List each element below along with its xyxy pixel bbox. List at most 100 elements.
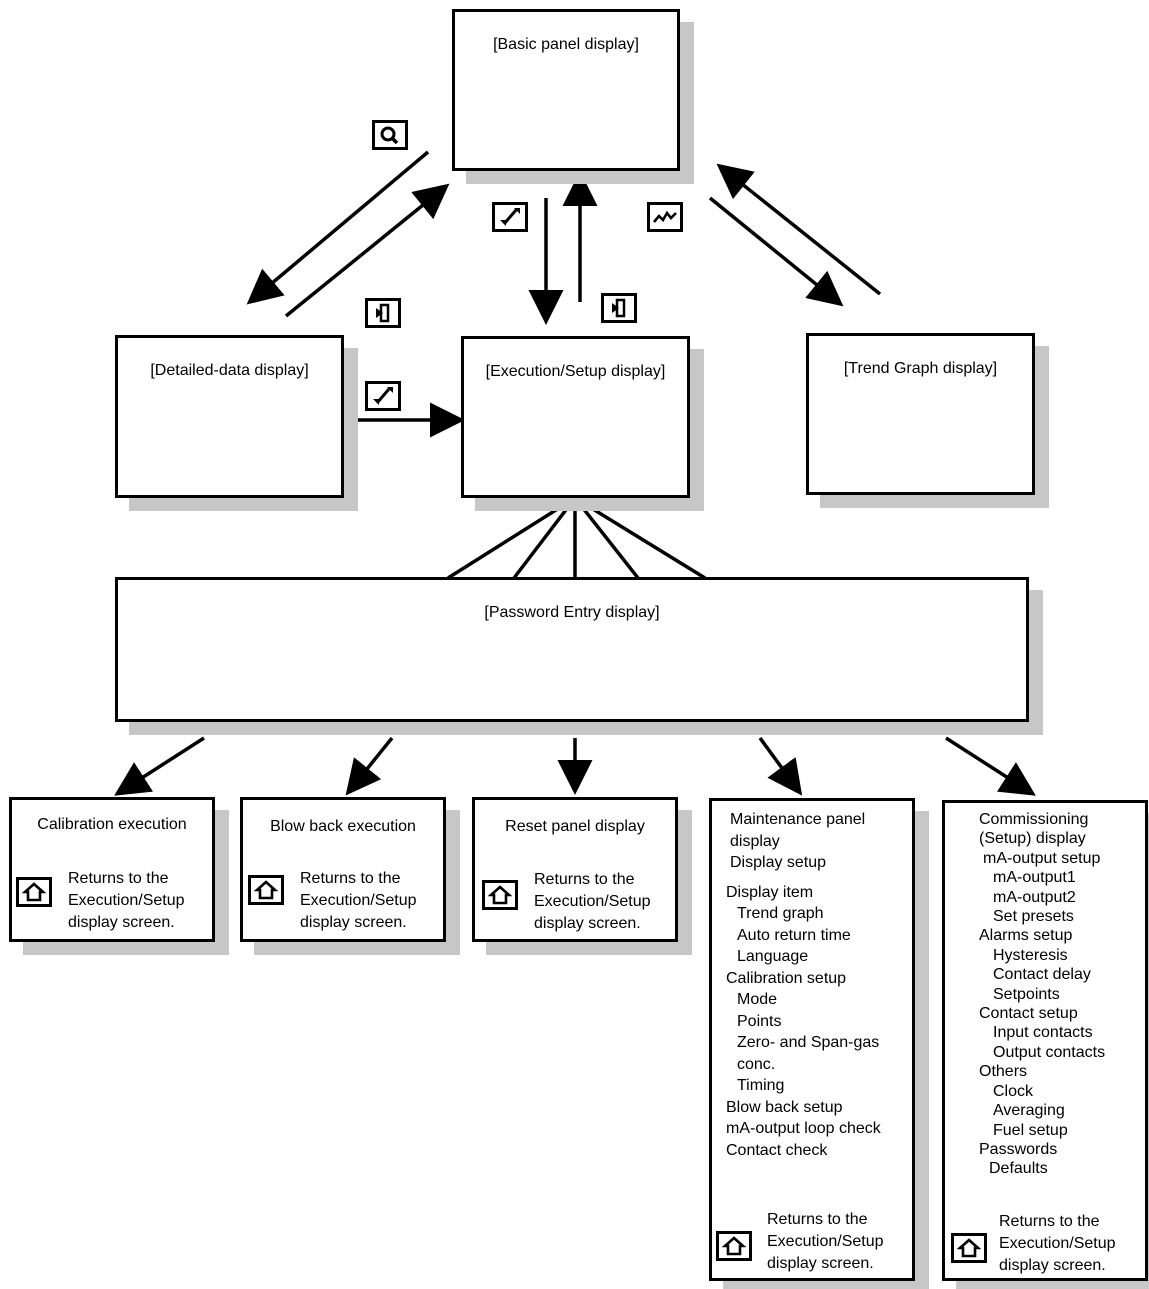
return-note: Returns to the Execution/Setup display s… — [68, 868, 185, 934]
return-note-line: Returns to the — [300, 870, 401, 887]
execution-setup-box: [Execution/Setup display] — [461, 336, 690, 498]
menu-subitem: mA-output2 — [993, 888, 1076, 906]
reset-panel-title: Reset panel display — [505, 818, 645, 835]
basic-panel-title: [Basic panel display] — [493, 36, 639, 53]
fan-line — [512, 496, 577, 580]
menu-subitem: Trend graph — [737, 905, 824, 922]
trend-graph-icon — [647, 202, 683, 232]
back-icon — [601, 293, 637, 323]
return-note: Returns to the Execution/Setup display s… — [300, 868, 417, 934]
arrow-trend-to-basic — [716, 163, 882, 296]
return-note-line: Execution/Setup — [300, 892, 417, 909]
home-icon — [951, 1233, 987, 1263]
setup-wrench-icon — [365, 381, 401, 411]
return-note-line: display screen. — [767, 1255, 874, 1272]
home-icon — [16, 877, 52, 907]
fan-line — [573, 496, 640, 580]
menu-subitem: Clock — [993, 1082, 1034, 1100]
back-icon — [365, 298, 401, 328]
menu-item: Display setup — [730, 854, 827, 871]
menu-subitem: Averaging — [993, 1102, 1065, 1120]
home-icon — [248, 875, 284, 905]
blow-back-execution-box: Blow back execution Returns to the Execu… — [240, 797, 446, 942]
return-note-line: Execution/Setup — [534, 893, 651, 910]
reset-panel-box: Reset panel display Returns to the Execu… — [472, 797, 678, 942]
trend-graph-title: [Trend Graph display] — [843, 360, 998, 377]
menu-subitem: conc. — [737, 1055, 776, 1073]
return-note-line: Returns to the — [999, 1213, 1100, 1230]
calibration-execution-box: Calibration execution Returns to the Exe… — [9, 797, 215, 942]
menu-subitem: mA-output1 — [993, 869, 1076, 887]
menu-subitem: Hysteresis — [993, 946, 1068, 964]
magnifier-icon — [372, 120, 408, 150]
menu-item: Passwords — [979, 1140, 1058, 1158]
menu-subitem: Set presets — [993, 908, 1074, 926]
detailed-data-box: [Detailed-data display] — [115, 335, 344, 498]
menu-item: Display item — [726, 883, 814, 901]
menu-heading: (Setup) display — [979, 830, 1086, 848]
arrow-basic-to-detailed — [246, 150, 430, 305]
menu-subitem: Auto return time — [737, 926, 851, 944]
password-entry-title: [Password Entry display] — [484, 604, 660, 621]
return-note-line: display screen. — [999, 1257, 1106, 1274]
menu-subitem: Zero- and Span-gas — [737, 1034, 880, 1051]
home-icon — [482, 880, 518, 910]
setup-wrench-icon — [492, 202, 528, 232]
return-note-line: Execution/Setup — [999, 1235, 1116, 1252]
menu-item: Others — [979, 1063, 1028, 1081]
menu-item: Contact setup — [979, 1005, 1078, 1023]
menu-subitem: Points — [737, 1012, 782, 1030]
menu-subitem: Contact delay — [993, 966, 1091, 984]
arrow-to-maintenance — [758, 736, 803, 796]
arrow-basic-to-trend — [708, 196, 844, 307]
menu-subitem: Input contacts — [993, 1024, 1093, 1042]
return-note-line: Returns to the — [68, 870, 169, 887]
return-note: Returns to the Execution/Setup display s… — [999, 1211, 1116, 1277]
menu-subitem: Defaults — [989, 1160, 1048, 1178]
blow-back-execution-title: Blow back execution — [270, 818, 416, 835]
menu-item: mA-output loop check — [726, 1120, 881, 1137]
menu-subitem: Timing — [737, 1077, 785, 1094]
arrow-to-calibration — [114, 736, 205, 796]
menu-subitem: Setpoints — [993, 985, 1060, 1003]
menu-heading: Commissioning — [979, 811, 1089, 828]
home-icon — [716, 1231, 752, 1261]
maintenance-panel-box: Maintenance panel display Display setup … — [709, 798, 915, 1281]
return-note-line: Execution/Setup — [68, 892, 185, 909]
return-note-line: display screen. — [534, 915, 641, 932]
detailed-data-title: [Detailed-data display] — [150, 362, 309, 379]
return-note-line: Execution/Setup — [767, 1233, 884, 1250]
return-note-line: Returns to the — [534, 871, 635, 888]
menu-item: Alarms setup — [979, 927, 1073, 945]
menu-item: Blow back setup — [726, 1098, 843, 1116]
menu-item: Contact check — [726, 1141, 828, 1159]
return-note-line: Returns to the — [767, 1211, 868, 1228]
menu-item: mA-output setup — [983, 849, 1101, 867]
password-entry-box: [Password Entry display] — [115, 577, 1029, 722]
commissioning-box: Commissioning (Setup) display mA-output … — [942, 800, 1148, 1281]
return-note: Returns to the Execution/Setup display s… — [767, 1209, 884, 1275]
menu-subitem: Language — [737, 948, 809, 965]
menu-subitem: Output contacts — [993, 1043, 1106, 1061]
arrow-to-commissioning — [945, 736, 1036, 796]
calibration-execution-title: Calibration execution — [37, 816, 187, 833]
basic-panel-box: [Basic panel display] — [452, 9, 680, 171]
menu-subitem: Fuel setup — [993, 1121, 1068, 1139]
fan-line — [447, 496, 576, 580]
menu-item: Calibration setup — [726, 969, 847, 987]
arrow-detailed-to-basic — [284, 183, 450, 318]
maintenance-menu: Maintenance panel display Display setup … — [726, 809, 881, 1161]
menu-subitem: Mode — [737, 991, 778, 1008]
trend-graph-box: [Trend Graph display] — [806, 333, 1035, 495]
execution-setup-title: [Execution/Setup display] — [485, 363, 666, 380]
fan-line — [574, 496, 706, 580]
return-note-line: display screen. — [68, 914, 175, 931]
commissioning-menu: Commissioning (Setup) display mA-output … — [979, 810, 1105, 1179]
arrow-to-blow-back — [345, 736, 394, 796]
return-note: Returns to the Execution/Setup display s… — [534, 869, 651, 935]
menu-heading: display — [730, 832, 780, 850]
return-note-line: display screen. — [300, 914, 407, 931]
menu-heading: Maintenance panel — [730, 811, 866, 828]
